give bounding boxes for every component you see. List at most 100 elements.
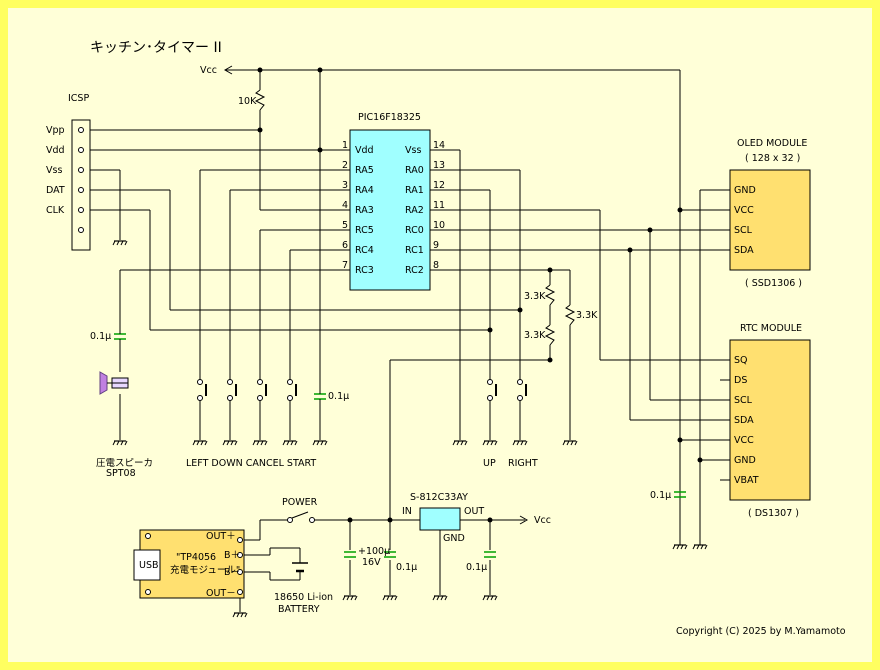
rtc-chip: ( DS1307 ) [748,508,799,519]
diagram-title: キッチン･タイマー II [90,40,222,56]
button-down [227,379,237,401]
mcu-pin-num: 6 [342,240,349,251]
icsp-pin-clk: CLK [46,205,65,216]
regulator-body [419,507,461,531]
charger-out-plus: OUT＋ [206,531,236,542]
mcu-pin-num: 7 [342,260,349,271]
oled-pin: SDA [734,245,754,256]
buttons-left-label: LEFT DOWN CANCEL START [186,458,317,469]
charger-b-minus: B－ [224,567,241,578]
icsp-label: ICSP [68,93,90,104]
rtc-pin: DS [734,375,748,386]
btn-up-label: UP [483,458,496,469]
mcu-pin-num: 3 [342,180,349,191]
mcu-pin-name: RA0 [405,165,424,176]
charger-line1: "TP4056 [176,552,217,563]
r-pullup-label: 10K [238,96,257,107]
mcu-pin-name: RA2 [405,205,424,216]
mcu-pin-name: RA4 [355,185,374,196]
rtc-pin: VCC [734,435,754,446]
c-spk-label: 0.1μ [90,331,112,342]
oled-pin: SCL [734,225,752,236]
piezo-speaker-icon [99,371,129,395]
speaker-model: SPT08 [106,468,136,479]
mcu-body [349,129,431,291]
oled-body [729,169,811,271]
charger-b-plus: B＋ [224,550,241,561]
oled-subtitle: ( 128 x 32 ) [745,153,801,164]
mcu-pin-num: 13 [433,160,446,171]
mcu-pin-num: 4 [342,200,349,211]
mcu-pin-num: 12 [433,180,446,191]
regulator-gnd: GND [443,533,465,544]
charger-out-minus: OUT－ [206,588,236,599]
charger-module [133,529,245,599]
rtc-pin: VBAT [734,475,759,486]
r2-label: 3.3K [524,330,546,341]
c-out-label: 0.1μ [466,562,488,573]
rtc-pin: GND [734,455,756,466]
icsp-pin-vss: Vss [46,165,63,176]
mcu-pin-num: 2 [342,160,349,171]
rtc-body [729,339,811,501]
mcu-pin-name: RC2 [405,265,424,276]
mcu-pin-num: 11 [433,200,446,211]
push-buttons [197,379,527,401]
charger-line2: 充電モジュール" [170,565,241,576]
oled-title: OLED MODULE [737,138,808,149]
regulator-out: OUT [464,506,485,517]
resistors [254,89,576,346]
mcu-pin-num: 1 [342,140,349,151]
c-el1-label: +100μ [358,546,391,557]
battery-label: 18650 Li-ion [274,592,334,603]
mcu-pin-name: Vss [405,145,422,156]
mcu-pin-name: RC0 [405,225,424,236]
r3-label: 3.3K [576,310,598,321]
rtc-pin: SCL [734,395,752,406]
mcu-pin-name: RC3 [355,265,374,276]
power-label: POWER [282,497,318,508]
mcu-pin-num: 8 [433,260,440,271]
mcu-name: PIC16F18325 [358,112,421,123]
rtc-pin: SDA [734,415,754,426]
mcu-pin-name: RA1 [405,185,424,196]
r1-label: 3.3K [524,291,546,302]
cap-leads [119,330,321,403]
oled-pin: GND [734,185,756,196]
mcu-pin-num: 14 [433,140,446,151]
copyright: Copyright (C) 2025 by M.Yamamoto [676,626,846,637]
c-rtc-label: 0.1μ [650,490,672,501]
icsp-pin-vdd: Vdd [46,145,65,156]
power-switch [287,511,315,523]
button-up [487,379,497,401]
vcc-top-label: Vcc [200,65,217,76]
mcu-pin-name: RC4 [355,245,374,256]
battery-type: BATTERY [278,604,320,615]
button-cancel [257,379,267,401]
icsp-pin-dat: DAT [46,185,65,196]
mcu-pin-name: RC1 [405,245,424,256]
mcu-pin-num: 10 [433,220,446,231]
button-right [517,379,527,401]
battery-symbol [292,562,308,573]
mcu-pin-num: 9 [433,240,440,251]
mcu-pin-num: 5 [342,220,349,231]
c-mcu-label: 0.1μ [328,391,350,402]
button-start [287,379,297,401]
c-in-label: 0.1μ [396,562,418,573]
mcu-pin-name: Vdd [355,145,374,156]
speaker-label: 圧電スピーカ [96,458,154,469]
junctions [257,67,703,523]
icsp-pin-vpp: Vpp [46,125,65,136]
btn-right-label: RIGHT [508,458,538,469]
button-left [197,379,207,401]
regulator-in: IN [402,506,412,517]
oled-chip: ( SSD1306 ) [745,278,803,289]
rtc-title: RTC MODULE [740,323,803,334]
c-el2-label: 16V [362,557,381,568]
icsp-header [71,119,91,251]
charger-usb: USB [139,560,159,571]
rtc-pin: SQ [734,355,748,366]
oled-pin: VCC [734,205,754,216]
